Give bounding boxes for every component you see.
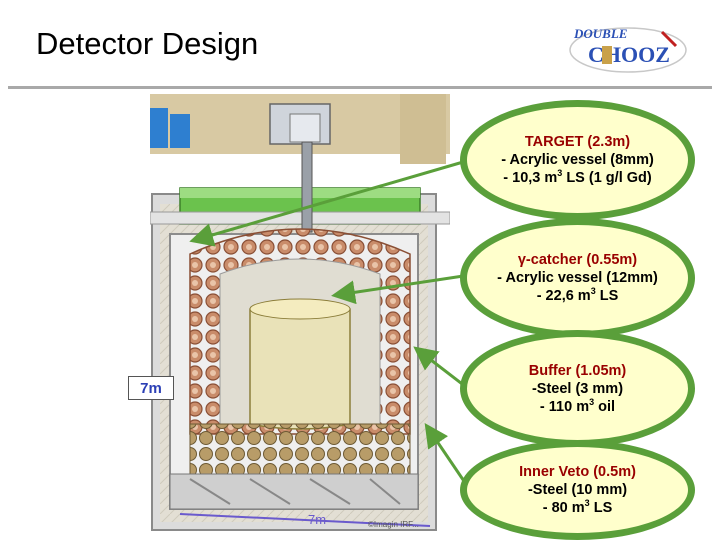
title-divider bbox=[8, 86, 712, 89]
callout-target-line1: - Acrylic vessel (8mm) bbox=[501, 152, 654, 168]
detector-cutaway-illustration: 7m ©Imagin IRF... bbox=[150, 94, 450, 531]
double-chooz-logo: DOUBLE CHOOZ bbox=[569, 26, 687, 73]
callout-target-line2: - 10,3 m3 LS (1 g/l Gd) bbox=[503, 168, 652, 186]
callout-gamma-catcher-line2: - 22,6 m3 LS bbox=[536, 286, 619, 304]
logo-text-top: DOUBLE bbox=[573, 26, 628, 41]
callout-inner-veto-line1: -Steel (10 mm) bbox=[527, 482, 628, 498]
callout-inner-veto-line2: - 80 m3 LS bbox=[542, 498, 613, 516]
callout-gamma-catcher: γ-catcher (0.55m) - Acrylic vessel (12mm… bbox=[460, 218, 695, 338]
height-dimension-label: 7m bbox=[128, 376, 174, 400]
callout-target: TARGET (2.3m) - Acrylic vessel (8mm) - 1… bbox=[460, 100, 695, 220]
image-credit: ©Imagin IRF... bbox=[368, 520, 419, 529]
callout-target-head: TARGET (2.3m) bbox=[524, 134, 631, 150]
page-title: Detector Design bbox=[36, 26, 259, 61]
callout-inner-veto: Inner Veto (0.5m) -Steel (10 mm) - 80 m3… bbox=[460, 440, 695, 540]
callout-buffer-head: Buffer (1.05m) bbox=[528, 362, 627, 379]
callout-gamma-catcher-line1: - Acrylic vessel (12mm) bbox=[497, 270, 658, 286]
callout-buffer-line2: - 110 m3 oil bbox=[539, 396, 616, 415]
callout-buffer: Buffer (1.05m) -Steel (3 mm) - 110 m3 oi… bbox=[460, 330, 695, 447]
callout-inner-veto-head: Inner Veto (0.5m) bbox=[519, 464, 636, 480]
logo-text-main: CHOOZ bbox=[588, 42, 670, 67]
bottom-dimension-label: 7m bbox=[308, 512, 326, 527]
callout-buffer-line1: -Steel (3 mm) bbox=[531, 380, 624, 397]
callout-gamma-catcher-head: γ-catcher (0.55m) bbox=[517, 252, 638, 268]
